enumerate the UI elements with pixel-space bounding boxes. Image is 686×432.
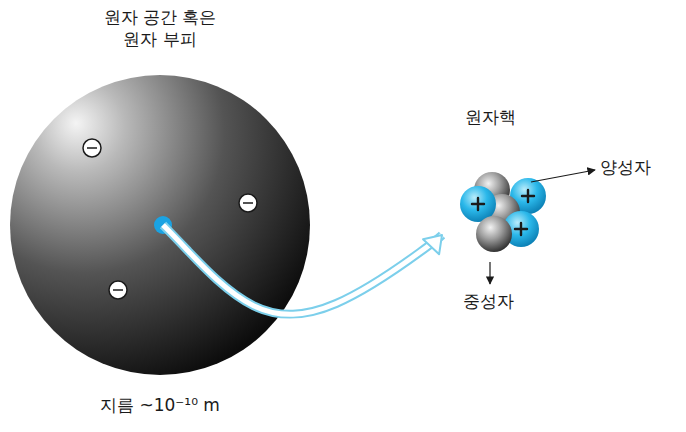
electron-symbol bbox=[83, 139, 101, 157]
region-title: 원자핵 bbox=[442, 106, 538, 128]
arrow-head bbox=[423, 235, 442, 254]
leader-arrow bbox=[531, 170, 595, 182]
region-title: 원자 공간 혹은 원자 부피 bbox=[94, 6, 226, 50]
electron-symbol bbox=[239, 194, 257, 212]
leader-arrow bbox=[489, 262, 490, 284]
part-label: 중성자 bbox=[463, 290, 514, 312]
arrow-shaft bbox=[163, 225, 442, 314]
part-label: 양성자 bbox=[600, 156, 651, 178]
magnify-arrow bbox=[163, 225, 442, 314]
dimension-label: 지름 ~10⁻¹⁰ m bbox=[60, 394, 260, 416]
nucleus-cluster bbox=[460, 172, 546, 252]
atom-region: 원자 공간 혹은 원자 부피지름 ~10⁻¹⁰ m bbox=[10, 0, 310, 432]
electron-symbol bbox=[109, 281, 127, 299]
atom-sphere bbox=[10, 75, 310, 375]
arrow-shaft bbox=[163, 225, 442, 314]
nucleus-region: 원자핵 bbox=[440, 104, 540, 254]
